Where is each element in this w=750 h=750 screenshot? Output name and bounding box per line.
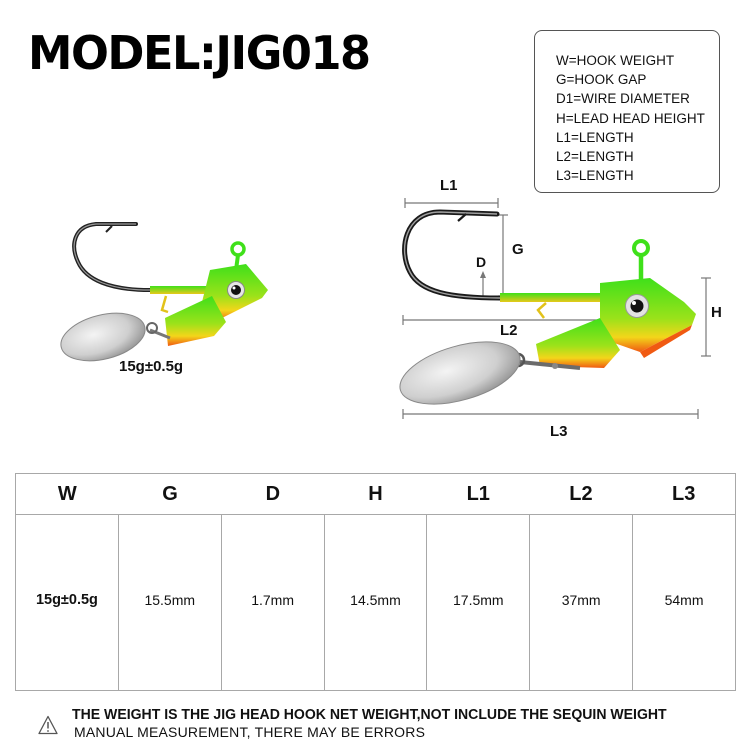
jig-right-illustration (399, 198, 711, 419)
cell-l1: 17.5mm (426, 514, 531, 691)
dim-label-g: G (512, 241, 524, 258)
header-l3: L3 (672, 482, 696, 505)
jig-illustrations (60, 198, 711, 419)
spec-table-header-row: W G D H L1 L2 L3 (15, 473, 736, 515)
legend-item-w: W=HOOK WEIGHT (556, 53, 675, 68)
dimension-legend: W=HOOK WEIGHT G=HOOK GAP D1=WIRE DIAMETE… (534, 30, 720, 193)
legend-item-g: G=HOOK GAP (556, 72, 647, 88)
warning-triangle-icon (38, 715, 58, 735)
legend-item-l3: L3=LENGTH (556, 168, 634, 184)
model-title: MODEL:JIG018 (28, 26, 371, 80)
dim-label-l1: L1 (440, 177, 458, 194)
header-h: H (368, 482, 383, 505)
note-line-1: THE WEIGHT IS THE JIG HEAD HOOK NET WEIG… (72, 707, 667, 723)
header-w: W (57, 482, 77, 505)
cell-w: 15g±0.5g (15, 514, 119, 691)
legend-item-h: H=LEAD HEAD HEIGHT (556, 110, 705, 126)
jig-left-illustration (60, 222, 268, 362)
spec-table: W G D H L1 L2 L3 15g±0.5g 15.5mm 1.7mm 1… (15, 473, 736, 691)
cell-g: 15.5mm (117, 514, 222, 691)
note-line-2: MANUAL MEASUREMENT, THERE MAY BE ERRORS (74, 724, 426, 740)
header-l1: L1 (466, 482, 490, 505)
dim-label-h: H (711, 304, 722, 321)
header-l2: L2 (569, 482, 593, 505)
table-row: 15g±0.5g 15.5mm 1.7mm 14.5mm 17.5mm 37mm… (15, 514, 736, 691)
left-jig-weight-caption: 15g±0.5g (119, 358, 184, 375)
legend-item-l1: L1=LENGTH (556, 129, 634, 145)
dim-label-l3: L3 (550, 423, 568, 440)
cell-d: 1.7mm (220, 514, 325, 691)
legend-item-d1: D1=WIRE DIAMETER (556, 91, 690, 107)
cell-l2: 37mm (529, 514, 634, 691)
cell-h: 14.5mm (323, 514, 428, 691)
dim-label-d: D (476, 254, 487, 270)
legend-item-l2: L2=LENGTH (556, 149, 634, 165)
header-d: D (265, 482, 281, 505)
dim-label-l2: L2 (500, 322, 518, 339)
header-g: G (162, 482, 178, 505)
cell-l3: 54mm (632, 514, 736, 691)
